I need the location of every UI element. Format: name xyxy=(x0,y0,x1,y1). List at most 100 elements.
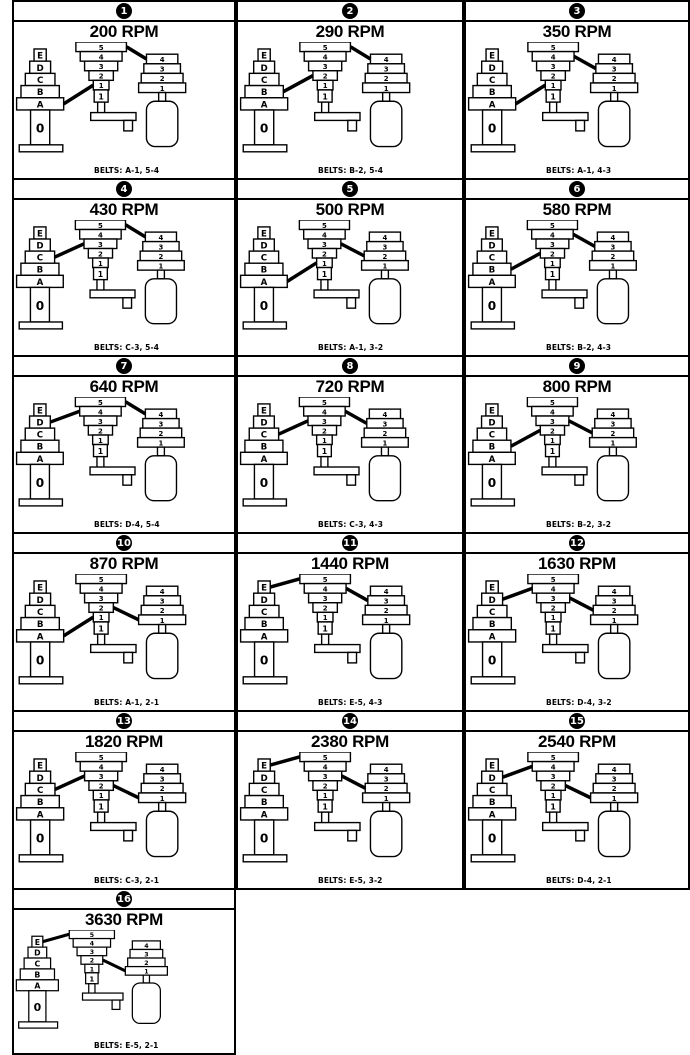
belt-spindle-idler xyxy=(55,244,84,257)
spindle-pulley-label: E xyxy=(37,52,43,62)
spindle-pulley-label: A xyxy=(37,100,44,110)
spindle-label: 0 xyxy=(488,122,496,136)
idler-arm-end xyxy=(112,1000,120,1009)
speed-setting-panel: 3350 RPMEDCBA05432114321BELTS: A-1, 4-3 xyxy=(464,0,690,180)
belt-setting-label: BELTS: E-5, 4-3 xyxy=(318,698,382,707)
panel-number: 5 xyxy=(342,181,358,197)
motor-pulley-label: 4 xyxy=(383,234,388,242)
drill-press-pulley-diagram: EDCBA05432114321 xyxy=(238,574,462,696)
spindle-pulley-label: A xyxy=(489,100,496,110)
idler-arm xyxy=(543,823,588,831)
motor-body xyxy=(370,101,401,146)
idler-pulley-label: 1 xyxy=(551,792,556,800)
belt-setting-label: BELTS: A-1, 4-3 xyxy=(546,166,611,175)
belt-idler-motor xyxy=(341,244,364,256)
idler-pulley-label: 2 xyxy=(323,73,328,81)
idler-pulley-label: 3 xyxy=(99,595,104,603)
spindle-pulley-label: E xyxy=(489,229,495,239)
panel-number: 6 xyxy=(569,181,585,197)
belt-spindle-idler xyxy=(270,579,300,587)
spindle-pulley-label: D xyxy=(489,64,496,74)
idler-arm xyxy=(314,467,359,475)
belt-idler-motor xyxy=(574,56,596,68)
spindle-pulley-label: A xyxy=(37,810,44,820)
rpm-label: 350 RPM xyxy=(466,22,688,42)
spindle-label: 0 xyxy=(36,654,44,668)
idler-pulley-label: 5 xyxy=(551,754,556,762)
idler-arm-end xyxy=(124,652,133,662)
spindle-pulley-label: A xyxy=(37,278,44,288)
motor-pulley-label: 2 xyxy=(612,607,617,615)
motor-shaft xyxy=(609,447,616,456)
idler-hub-label: 1 xyxy=(322,93,327,102)
spindle-pulley-label: E xyxy=(261,762,267,772)
idler-pulley-label: 2 xyxy=(322,250,327,258)
panel-number-bar: 9 xyxy=(466,357,688,377)
idler-hub-label: 1 xyxy=(322,270,327,279)
idler-pulley-label: 1 xyxy=(99,792,104,800)
motor-pulley-label: 3 xyxy=(384,776,389,784)
panel-number: 13 xyxy=(116,713,132,729)
belt-setting-label: BELTS: A-1, 2-1 xyxy=(94,698,159,707)
motor-pulley-label: 3 xyxy=(160,598,165,606)
spindle-label: 0 xyxy=(260,832,268,846)
panel-number: 8 xyxy=(342,358,358,374)
rpm-label: 290 RPM xyxy=(238,22,462,42)
spindle-base xyxy=(19,322,62,329)
motor-pulley-label: 1 xyxy=(160,85,165,93)
belt-idler-motor xyxy=(565,786,590,798)
spindle-pulley-label: D xyxy=(37,774,44,784)
belt-setting-label: BELTS: C-3, 4-3 xyxy=(318,520,383,529)
spindle-pulley-label: E xyxy=(37,229,43,239)
spindle-label: 0 xyxy=(488,476,496,490)
belt-setting-label: BELTS: B-2, 5-4 xyxy=(318,166,383,175)
idler-pulley-label: 4 xyxy=(90,941,95,948)
idler-arm-end xyxy=(123,298,132,308)
idler-pulley-label: 3 xyxy=(322,418,327,426)
motor-body xyxy=(370,633,401,678)
motor-pulley-label: 1 xyxy=(159,439,164,447)
spindle-label: 0 xyxy=(36,299,44,313)
motor-shaft xyxy=(609,270,616,279)
spindle-label: 0 xyxy=(36,476,44,490)
idler-pulley-label: 1 xyxy=(323,792,328,800)
idler-pulley-label: 3 xyxy=(99,773,104,781)
idler-pulley-label: 4 xyxy=(99,53,104,61)
idler-pulley-label: 4 xyxy=(323,53,328,61)
belt-spindle-idler xyxy=(503,588,533,599)
idler-pulley-label: 4 xyxy=(98,231,103,239)
motor-pulley-label: 4 xyxy=(159,411,164,419)
spindle-base xyxy=(19,499,62,506)
idler-pulley-label: 1 xyxy=(323,82,328,90)
motor-body xyxy=(597,456,628,501)
rpm-label: 1440 RPM xyxy=(238,554,462,574)
idler-pulley-label: 5 xyxy=(98,399,103,407)
speed-setting-panel: 4430 RPMEDCBA05432114321BELTS: C-3, 5-4 xyxy=(12,178,236,357)
rpm-label: 800 RPM xyxy=(466,377,688,397)
idler-arm xyxy=(91,823,136,831)
spindle-label: 0 xyxy=(260,299,268,313)
belt-spindle-idler xyxy=(64,85,94,104)
drill-press-pulley-diagram: EDCBA05432114321 xyxy=(14,574,234,696)
motor-pulley-label: 3 xyxy=(160,66,165,74)
motor-shaft xyxy=(159,803,166,812)
panel-number-bar: 7 xyxy=(14,357,234,377)
motor-pulley-label: 4 xyxy=(384,56,389,64)
motor-pulley-label: 4 xyxy=(160,766,165,774)
spindle-pulley-label: A xyxy=(489,810,496,820)
rpm-label: 1820 RPM xyxy=(14,732,234,752)
rpm-label: 2540 RPM xyxy=(466,732,688,752)
idler-hub-label: 1 xyxy=(98,93,103,102)
motor-pulley-label: 4 xyxy=(612,588,617,596)
spindle-pulley-label: C xyxy=(261,431,267,441)
belt-setting-label: BELTS: E-5, 2-1 xyxy=(94,1041,158,1050)
spindle-pulley-label: A xyxy=(261,455,268,465)
drill-press-pulley-diagram: EDCBA05432114321 xyxy=(14,220,234,341)
motor-pulley-label: 2 xyxy=(384,785,389,793)
speed-setting-panel: 142380 RPMEDCBA05432114321BELTS: E-5, 3-… xyxy=(236,710,464,890)
panel-number: 10 xyxy=(116,535,132,551)
motor-pulley-label: 4 xyxy=(384,588,389,596)
spindle-base xyxy=(243,322,286,329)
rpm-label: 500 RPM xyxy=(238,200,462,220)
